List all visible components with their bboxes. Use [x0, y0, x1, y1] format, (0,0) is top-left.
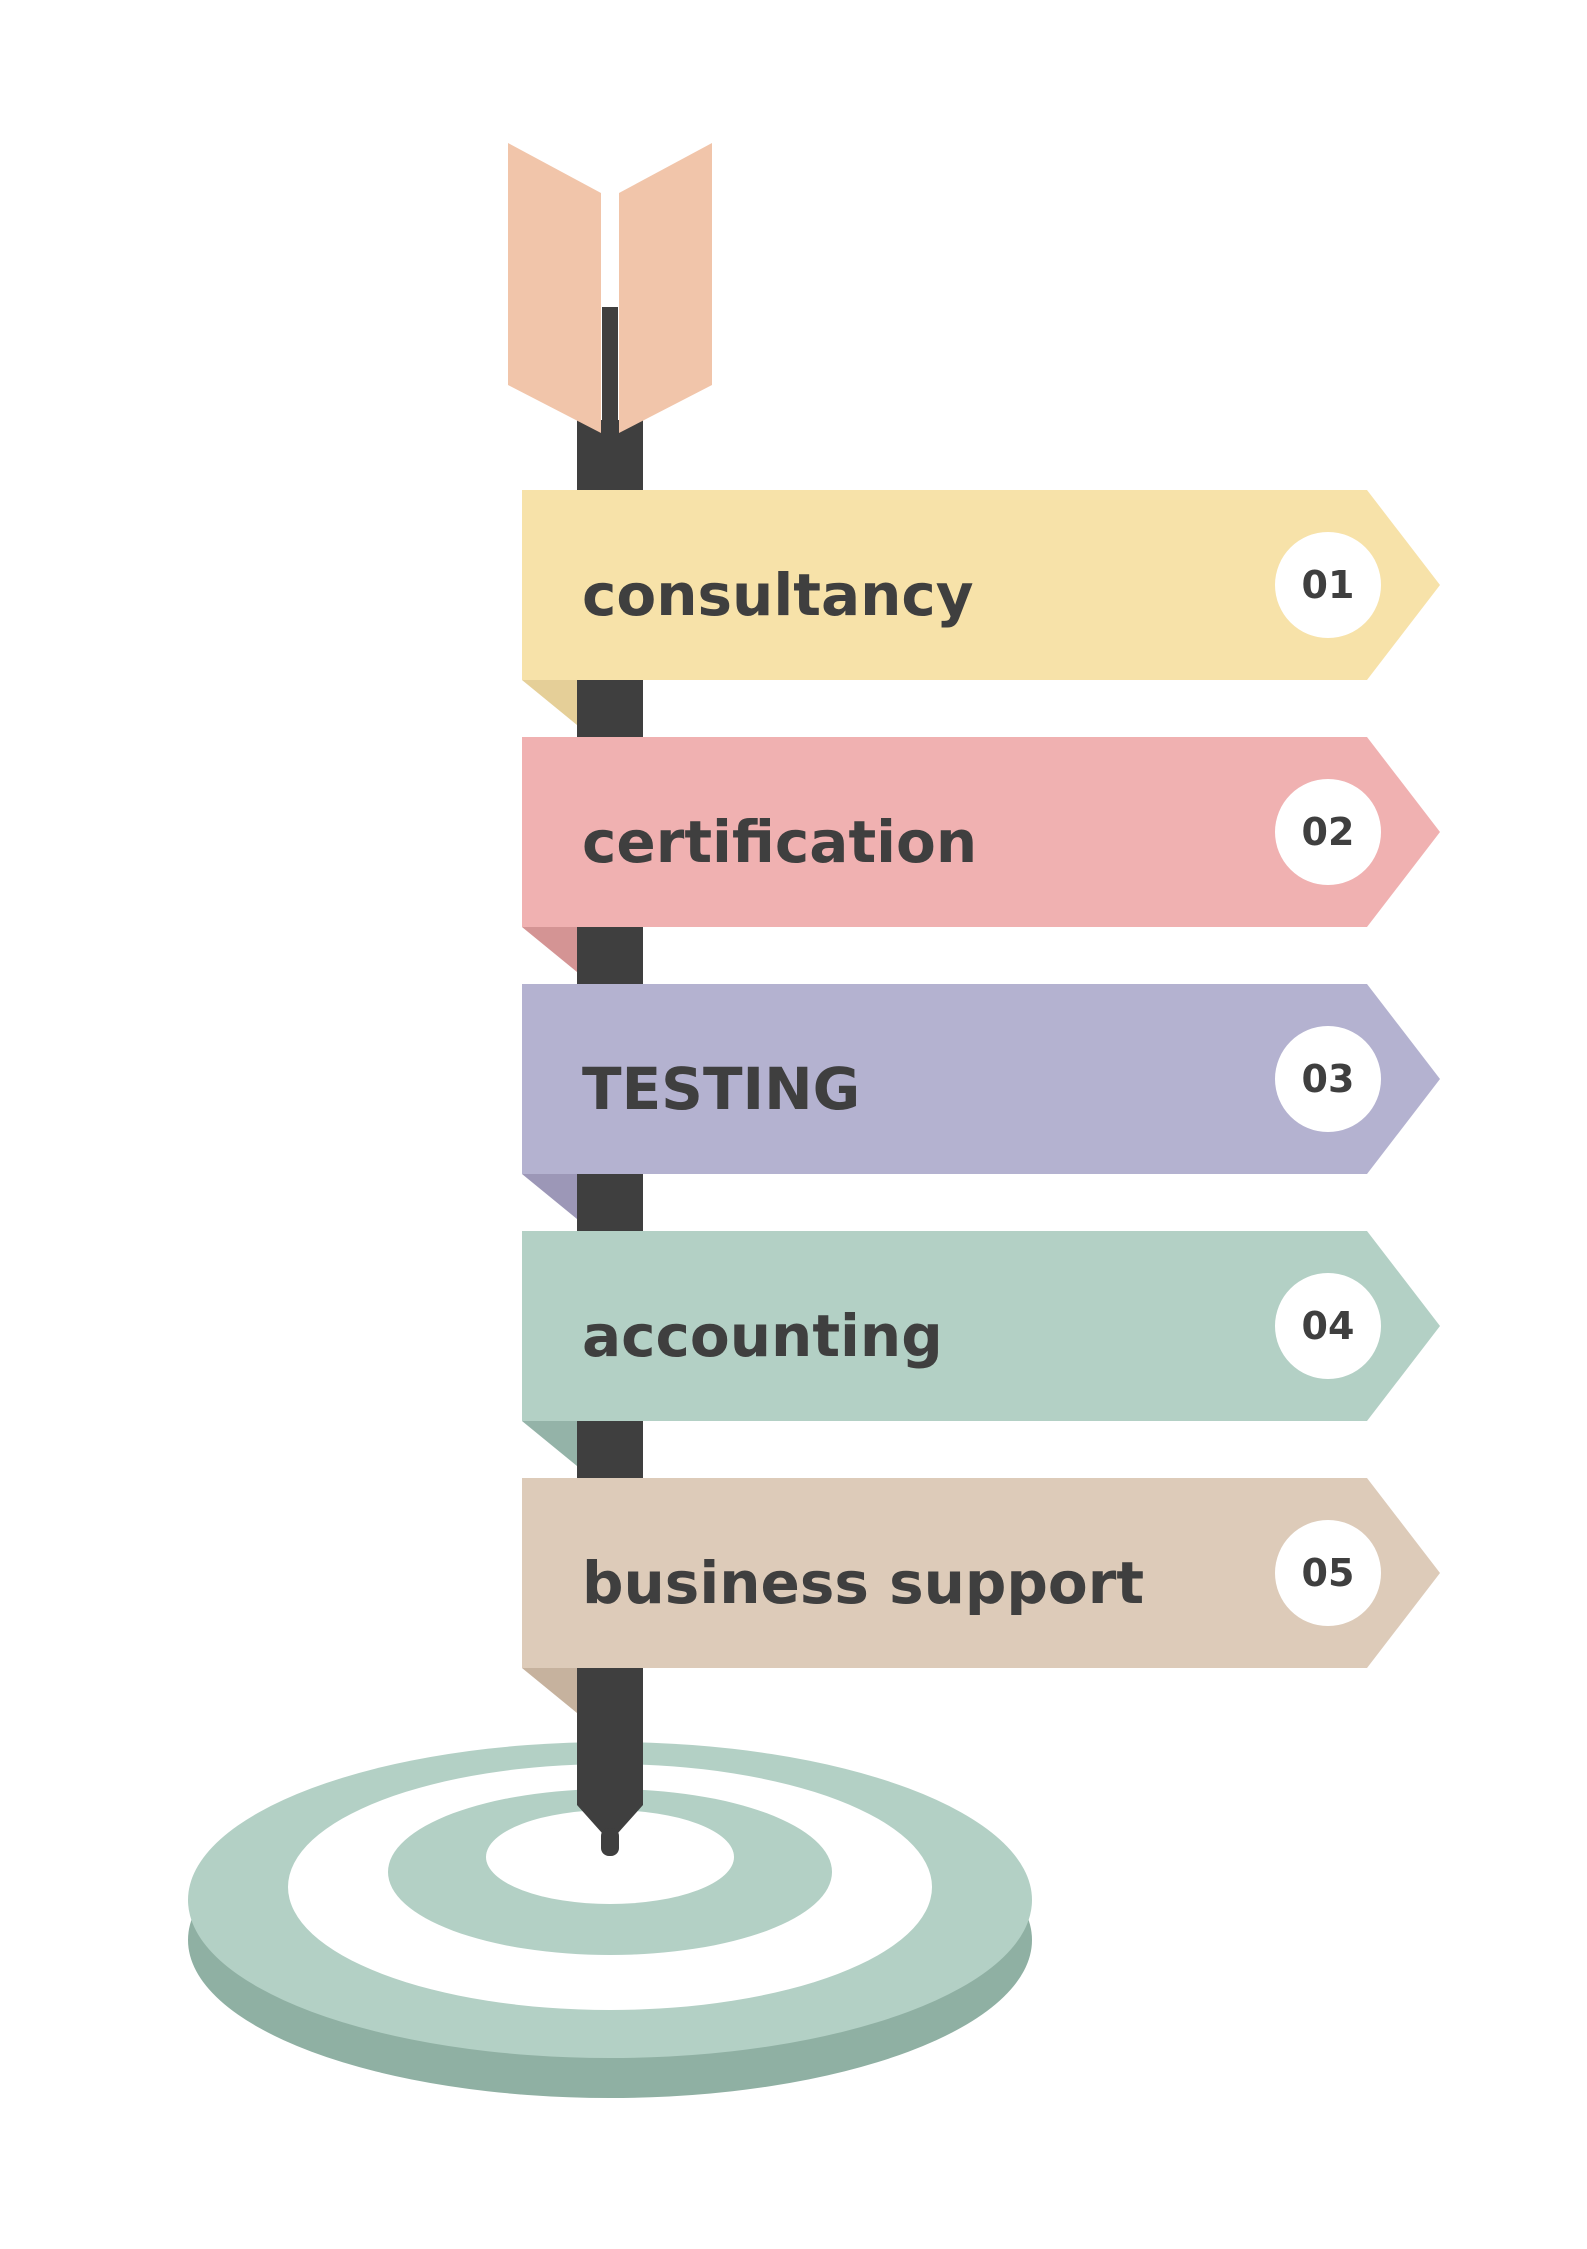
- pole-segment: [577, 1668, 643, 1726]
- sign-label: consultancy: [582, 561, 974, 629]
- arrow-tip-end: [601, 1828, 619, 1856]
- arrow-tip: [577, 1790, 643, 1833]
- sign-arrow-banner: [522, 984, 1440, 1174]
- number-circle: [1275, 779, 1381, 885]
- sign-number: 04: [1302, 1304, 1355, 1348]
- number-circle: [1275, 1026, 1381, 1132]
- sign-fold: [522, 1421, 577, 1466]
- pole-segment: [577, 680, 643, 738]
- sign-arrow-banner: [522, 1478, 1440, 1668]
- sign-number: 03: [1302, 1057, 1355, 1101]
- sign-fold: [522, 927, 577, 972]
- sign-label: accounting: [582, 1302, 943, 1370]
- sign-arrow-banner: [522, 490, 1440, 680]
- sign-number: 05: [1302, 1551, 1355, 1595]
- pole-segment: [577, 927, 643, 985]
- sign-label: certification: [582, 808, 977, 876]
- sign-item: accounting 04: [522, 1231, 1440, 1479]
- sign-fold: [522, 1668, 577, 1713]
- target-bullseye: [486, 1810, 734, 1904]
- sign-fold: [522, 680, 577, 725]
- sign-label: TESTING: [582, 1055, 860, 1123]
- sign-item: business support 05: [522, 1478, 1440, 1726]
- sign-item: certification 02: [522, 737, 1440, 985]
- sign-label: business support: [582, 1549, 1144, 1617]
- pole-segment: [577, 1174, 643, 1232]
- fletching-right: [619, 143, 712, 433]
- number-circle: [1275, 532, 1381, 638]
- sign-fold: [522, 1174, 577, 1219]
- sign-arrow-banner: [522, 1231, 1440, 1421]
- sign-arrow-banner: [522, 737, 1440, 927]
- sign-item: consultancy 01: [522, 490, 1440, 738]
- pole-segment: [577, 1421, 643, 1479]
- sign-number: 01: [1302, 563, 1355, 607]
- fletching-left: [508, 143, 601, 433]
- target: [188, 1742, 1032, 2098]
- sign-item: TESTING 03: [522, 984, 1440, 1232]
- sign-number: 02: [1302, 810, 1355, 854]
- number-circle: [1275, 1520, 1381, 1626]
- number-circle: [1275, 1273, 1381, 1379]
- signs-group: consultancy 01 certification 02 TESTING …: [522, 490, 1440, 1726]
- fletching-stem: [602, 307, 618, 435]
